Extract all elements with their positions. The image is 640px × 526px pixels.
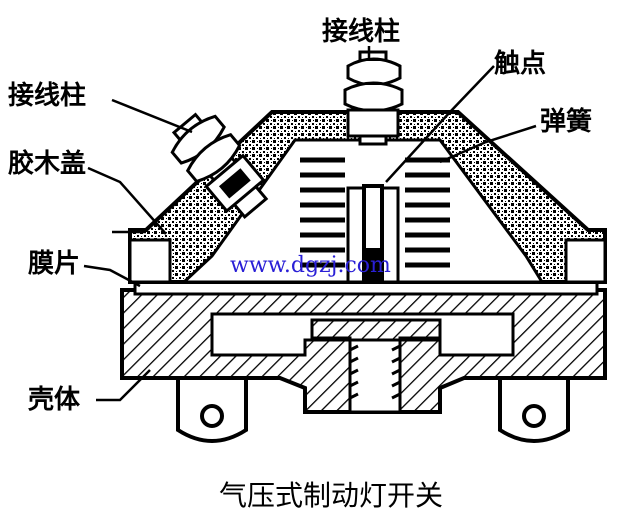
- label-bakelite-cover: 胶木盖: [8, 148, 86, 179]
- spring-right: [405, 157, 450, 268]
- label-contact: 触点: [494, 48, 546, 79]
- watermark: www.dgzj.com: [230, 253, 391, 278]
- spring-left: [300, 157, 345, 268]
- left-terminal-post: [170, 112, 269, 219]
- leader-cover: [87, 166, 167, 235]
- label-housing: 壳体: [27, 385, 81, 415]
- leader-spring: [439, 124, 537, 164]
- housing: [120, 288, 607, 414]
- figure-caption: 气压式制动灯开关: [219, 479, 443, 512]
- contact-plunger: [346, 184, 400, 284]
- left-mounting-lug: [176, 376, 248, 443]
- leader-terminal-left: [111, 98, 193, 134]
- right-mounting-lug: [498, 376, 570, 443]
- label-diaphragm: 膜片: [28, 249, 80, 279]
- label-terminal-left: 接线柱: [8, 81, 86, 111]
- label-terminal-top: 接线柱: [322, 17, 400, 47]
- label-spring: 弹簧: [540, 106, 592, 137]
- leader-housing: [96, 369, 151, 402]
- leader-diaphragm: [83, 264, 141, 288]
- leader-contact: [385, 65, 495, 183]
- top-terminal-post: [343, 50, 404, 146]
- leader-lines: [83, 46, 537, 402]
